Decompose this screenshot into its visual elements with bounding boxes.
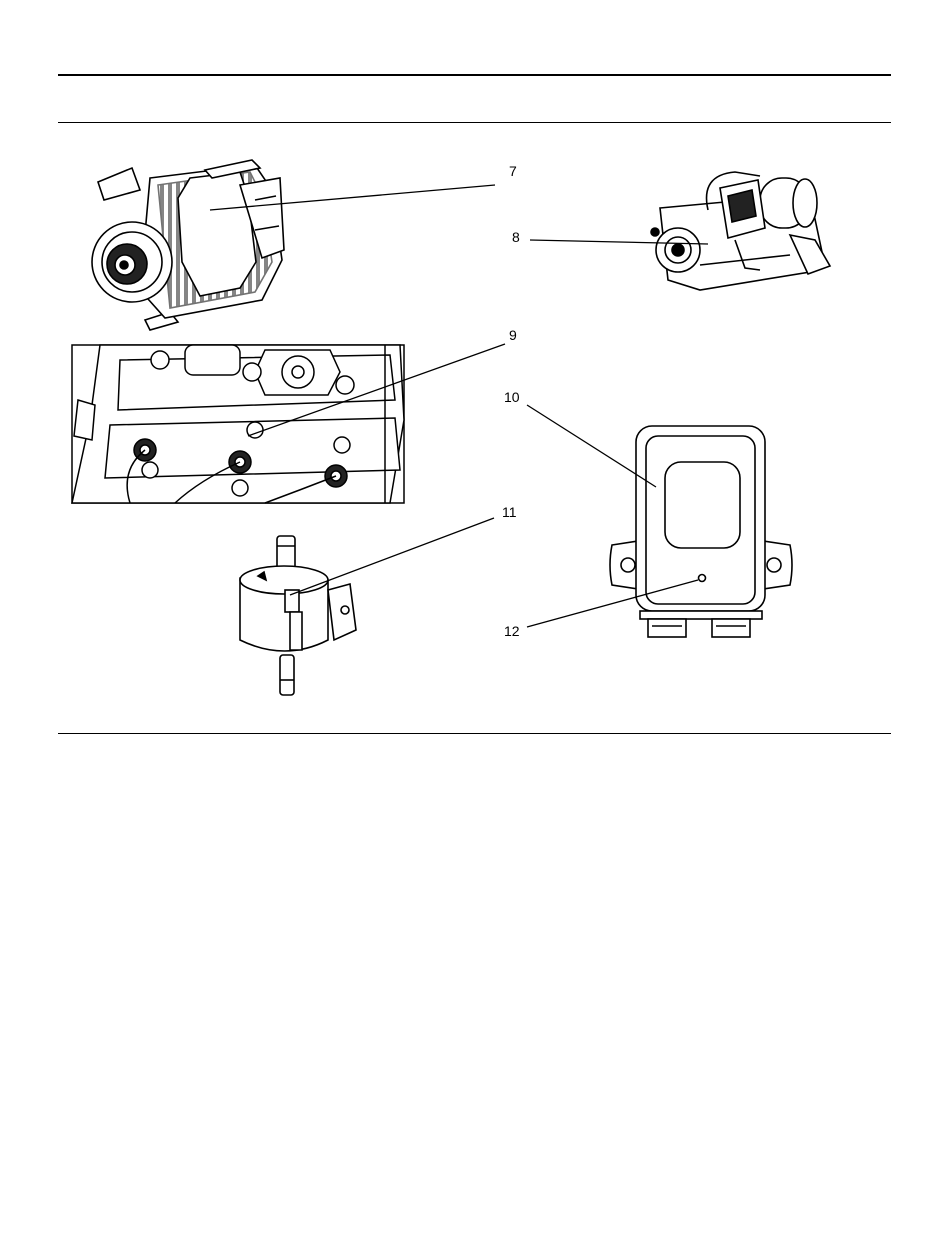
callout-11: 11 <box>502 504 517 520</box>
callout-9: 9 <box>509 327 517 343</box>
alternator-illustration <box>92 160 284 330</box>
fuel-pump-illustration <box>240 536 356 695</box>
callout-10: 10 <box>504 389 520 405</box>
callout-12: 12 <box>504 623 520 639</box>
starter-motor-illustration <box>651 172 830 290</box>
callout-7: 7 <box>509 163 517 179</box>
engine-top-illustration <box>72 345 404 503</box>
control-module-illustration <box>610 426 792 637</box>
parts-figure: 7 8 9 10 11 12 <box>0 0 950 760</box>
callout-8: 8 <box>512 229 520 245</box>
